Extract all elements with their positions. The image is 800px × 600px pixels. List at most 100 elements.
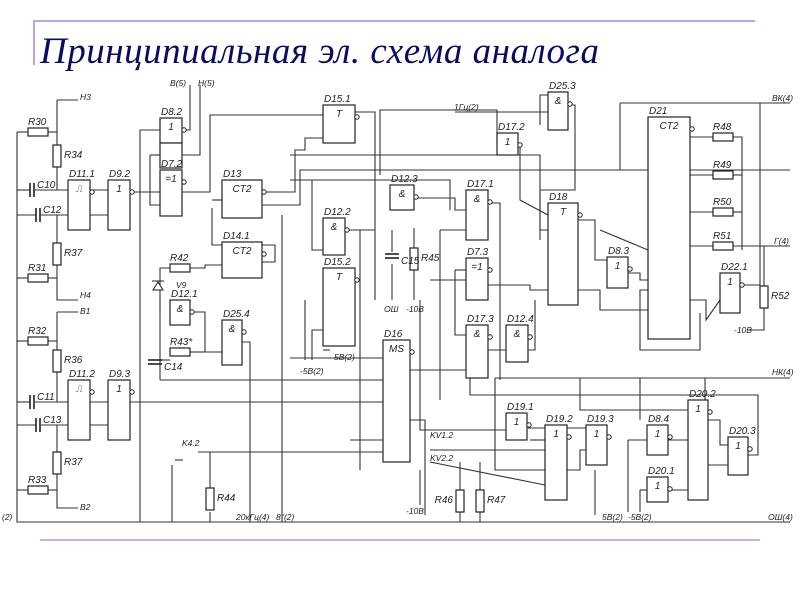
net-label: В1 <box>80 306 91 316</box>
element-body <box>159 169 183 217</box>
wire <box>539 104 576 231</box>
net-label: 1Гц(2) <box>454 102 479 112</box>
diode-v9 <box>152 280 164 291</box>
net-label: -5В(2) <box>628 512 652 522</box>
element-symbol: 1 <box>615 261 621 272</box>
inverter-bubble <box>181 127 187 133</box>
element-symbol: & <box>331 222 338 233</box>
capacitor-ref: C11 <box>37 392 55 403</box>
resistor: R34 <box>52 144 83 168</box>
element-ref: D16 <box>384 329 403 340</box>
element-body <box>322 104 356 144</box>
wire <box>429 461 546 486</box>
net-label: Н4 <box>80 290 91 300</box>
bottom-divider <box>40 539 760 541</box>
capacitor-ref: C14 <box>164 362 183 373</box>
inverter-bubble <box>747 446 753 452</box>
wire <box>159 267 170 310</box>
element-symbol: 1 <box>735 441 741 452</box>
element-body <box>727 436 749 476</box>
wire <box>56 372 68 403</box>
logic-element: D8.41 <box>646 414 673 456</box>
element-symbol: 1 <box>695 404 701 415</box>
net-label: KV2.2 <box>430 453 453 463</box>
resistor: R47 <box>475 489 506 513</box>
element-symbol: T <box>336 109 343 120</box>
inverter-bubble <box>354 277 360 283</box>
element-body <box>547 91 569 131</box>
element-ref: D12.3 <box>391 174 418 185</box>
resistor: R37 <box>52 242 83 266</box>
wire <box>56 490 78 509</box>
inverter-bubble <box>413 194 419 200</box>
wire <box>419 300 506 431</box>
net-label: ВК(4) <box>772 93 793 103</box>
logic-element: D7.2=1 <box>159 159 187 217</box>
inverter-bubble <box>344 227 350 233</box>
resistor-ref: R45 <box>421 253 440 264</box>
element-symbol: T <box>560 207 567 218</box>
wires <box>16 85 790 523</box>
element-symbol: 1 <box>116 184 122 195</box>
resistor: R42 <box>169 253 191 273</box>
logic-element: D19.11 <box>505 402 534 441</box>
resistor-body <box>52 349 62 373</box>
wire <box>56 167 68 191</box>
element-body <box>322 267 356 347</box>
resistor: R43* <box>169 337 193 357</box>
resistor-body <box>52 451 62 475</box>
wire <box>579 378 688 411</box>
inverter-bubble <box>189 309 195 315</box>
element-ref: D11.1 <box>69 169 95 180</box>
element-symbol: & <box>555 96 562 107</box>
element-ref: D9.2 <box>109 169 131 180</box>
net-label: 5В(2) <box>334 352 355 362</box>
net-label: -10В <box>406 506 424 516</box>
wire <box>599 229 649 251</box>
net-label: 5В(2) <box>602 512 623 522</box>
element-symbol: CT2 <box>233 184 252 195</box>
wire <box>211 208 276 263</box>
element-body <box>465 257 489 301</box>
wire <box>242 341 251 522</box>
element-body <box>687 399 709 501</box>
inverter-bubble <box>566 434 572 440</box>
inverter-bubble <box>241 329 247 335</box>
logic-element: D17.21 <box>496 122 525 156</box>
capacitor: C13 <box>35 415 62 432</box>
inverter-bubble <box>739 282 745 288</box>
logic-element: D20.11 <box>646 466 675 503</box>
element-ref: D19.1 <box>507 402 534 413</box>
wire <box>379 109 498 175</box>
element-ref: D20.1 <box>648 466 675 477</box>
element-symbol: 1 <box>168 122 174 133</box>
wire <box>182 85 191 131</box>
wire <box>488 284 548 291</box>
resistor: R44 <box>205 487 236 511</box>
net-label: В(5) <box>170 78 186 88</box>
logic-element: D12.2& <box>322 207 351 256</box>
element-symbol: 1 <box>505 137 511 148</box>
logic-element: D15.2T <box>322 257 360 347</box>
logic-element: D19.31 <box>585 414 614 466</box>
element-symbol: 1 <box>594 429 600 440</box>
element-body <box>107 379 131 441</box>
wire <box>454 270 466 336</box>
inverter-bubble <box>487 267 493 273</box>
net-label: ОШ(4) <box>768 512 793 522</box>
element-body <box>585 424 608 466</box>
wire <box>355 111 376 300</box>
parts: D8.21D7.2=1D11.1⎍D9.21D13CT2D14.1CT2D15.… <box>27 81 790 513</box>
net-label: -5В(2) <box>300 366 324 376</box>
net-label: -10В <box>734 325 752 335</box>
capacitor: C11 <box>29 392 55 409</box>
element-body <box>221 179 263 219</box>
resistor-ref: R52 <box>771 291 790 302</box>
inverter-bubble <box>577 212 583 218</box>
element-ref: D7.3 <box>467 247 489 258</box>
resistor: R33 <box>27 475 49 495</box>
net-label: Н(5) <box>198 78 215 88</box>
inverter-bubble <box>89 189 95 195</box>
